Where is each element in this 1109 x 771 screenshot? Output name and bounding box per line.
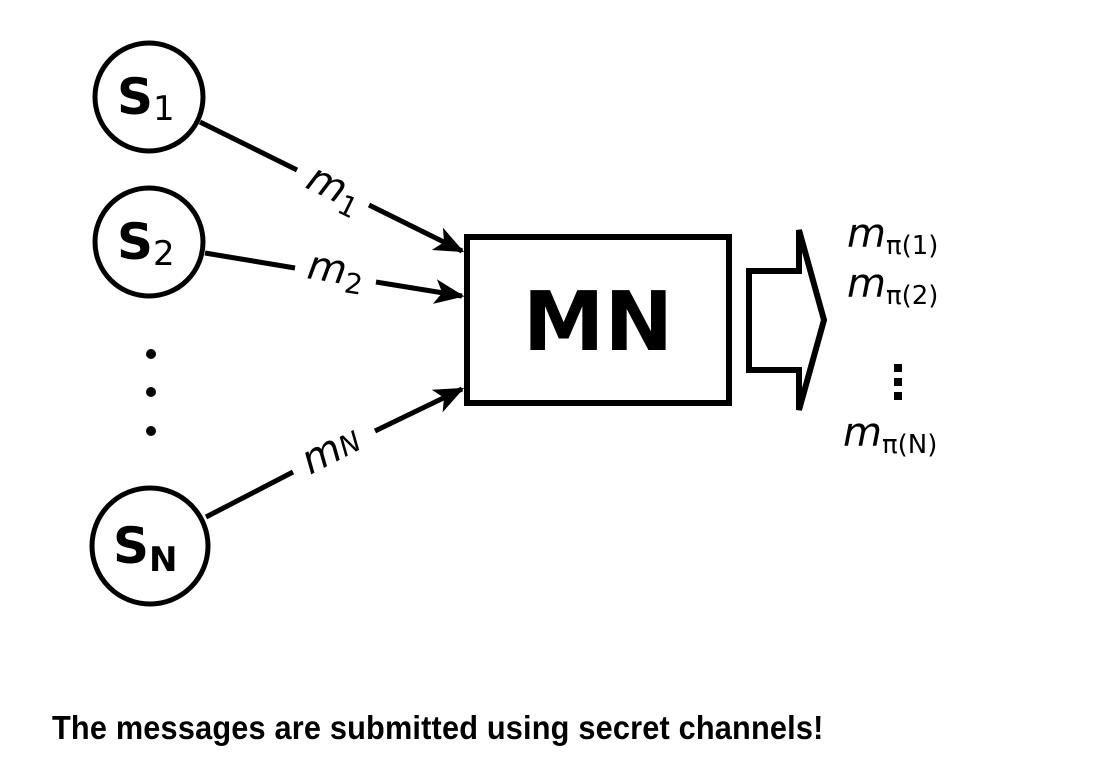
message-label: m1: [297, 155, 370, 226]
edge-line: [204, 469, 295, 520]
sender-label: S1: [117, 68, 175, 129]
mixnet-label: MN: [523, 275, 673, 370]
sender-node-2: S2: [92, 185, 206, 299]
ellipsis-dot: [894, 364, 902, 372]
output-label-n: mπ(N): [843, 410, 937, 460]
edge-arrow: [367, 202, 465, 254]
ellipsis-dot: [146, 387, 156, 397]
mixnet-rect: [464, 234, 732, 406]
caption: The messages are submitted using secret …: [52, 709, 824, 746]
output-ellipsis: [894, 364, 902, 400]
message-label: mN: [294, 416, 368, 484]
sender-ellipsis: [146, 349, 156, 436]
edge-line: [198, 119, 299, 173]
sender-circle: [92, 185, 206, 299]
edge-s1-mn: m1: [198, 119, 465, 254]
output-label-2: mπ(2): [847, 261, 938, 311]
edge-s2-mn: m2: [204, 242, 465, 304]
ellipsis-dot: [894, 392, 902, 400]
sender-circle: [89, 485, 211, 607]
output-list: mπ(1) mπ(2) mπ(N): [843, 211, 938, 460]
ellipsis-dot: [146, 349, 156, 359]
output-label-1: mπ(1): [847, 211, 938, 261]
output-arrow-icon: [746, 229, 828, 411]
mixnet-box: MN: [464, 234, 732, 406]
sender-label: SN: [113, 517, 177, 580]
edge-sn-mn: mN: [204, 386, 465, 520]
sender-label: S2: [117, 213, 175, 274]
edge-arrow: [375, 279, 465, 304]
edge-line: [204, 250, 296, 271]
ellipsis-dot: [894, 378, 902, 386]
edge-arrow: [373, 386, 465, 434]
ellipsis-dot: [146, 426, 156, 436]
sender-circle: [92, 40, 206, 154]
sender-node-n: SN: [89, 485, 211, 607]
message-label: m2: [304, 242, 368, 301]
sender-node-1: S1: [92, 40, 206, 154]
